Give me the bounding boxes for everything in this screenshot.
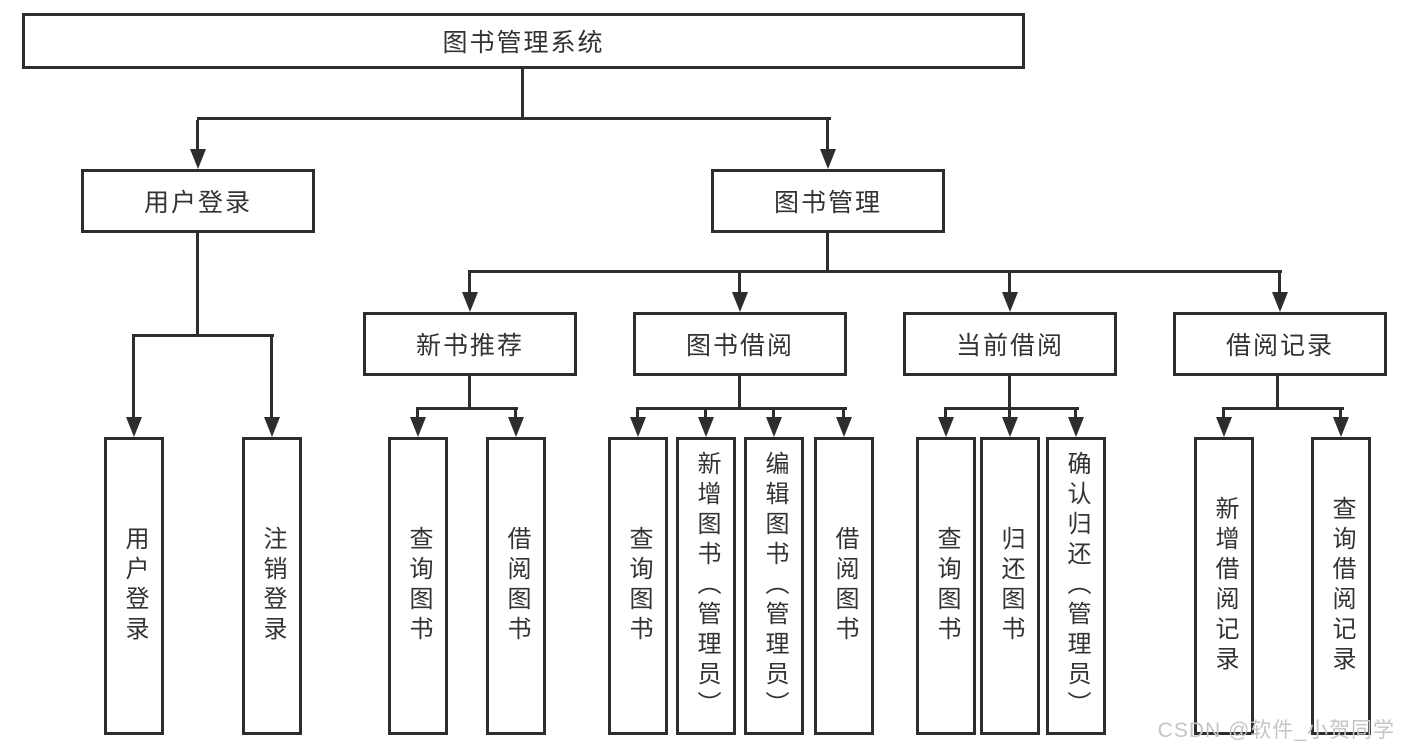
arrow-down-icon: [698, 417, 714, 437]
node-current-borrowing-label: 当前借阅: [955, 332, 1064, 360]
leaf-query-books-borrowing-label: 查询图书: [625, 526, 652, 646]
node-user-login-label: 用户登录: [143, 189, 252, 217]
connector-stem: [772, 407, 775, 419]
leaf-query-books-current: 查询图书: [916, 437, 976, 735]
node-book-management: 图书管理: [711, 169, 945, 233]
connector-stem: [468, 273, 471, 293]
connector-level1-bar: [197, 117, 831, 120]
connector-stem: [738, 273, 741, 293]
leaf-logout: 注销登录: [242, 437, 302, 735]
connector-stem: [468, 376, 471, 408]
connector-bar: [416, 407, 518, 410]
connector-stem: [514, 407, 517, 419]
connector-stem: [270, 337, 273, 417]
connector-stem: [1008, 273, 1011, 293]
node-root-label: 图书管理系统: [442, 29, 605, 57]
connector-stem: [416, 407, 419, 419]
arrow-down-icon: [766, 417, 782, 437]
leaf-borrow-books-recommend: 借阅图书: [486, 437, 546, 735]
leaf-query-books-borrowing: 查询图书: [608, 437, 668, 735]
connector-stem: [1074, 407, 1077, 419]
connector-stem: [636, 407, 639, 419]
node-new-book-recommend: 新书推荐: [363, 312, 577, 376]
leaf-add-borrow-record-label: 新增借阅记录: [1211, 496, 1238, 676]
arrow-down-icon: [938, 417, 954, 437]
connector-stem: [704, 407, 707, 419]
connector-bar: [944, 407, 1079, 410]
node-current-borrowing: 当前借阅: [903, 312, 1117, 376]
leaf-user-login: 用户登录: [104, 437, 164, 735]
leaf-borrow-books: 借阅图书: [814, 437, 874, 735]
leaf-return-books: 归还图书: [980, 437, 1040, 735]
connector-stem: [1222, 407, 1225, 419]
leaf-logout-label: 注销登录: [259, 526, 286, 646]
connector-root-stem: [521, 69, 524, 118]
connector-stem: [196, 233, 199, 335]
connector-bar: [636, 407, 847, 410]
connector-level2-bar: [468, 270, 1282, 273]
node-book-borrowing-label: 图书借阅: [685, 332, 794, 360]
connector-stem: [196, 120, 199, 150]
connector-stem: [1276, 376, 1279, 408]
arrow-down-icon: [1333, 417, 1349, 437]
arrow-down-icon: [126, 417, 142, 437]
node-new-book-recommend-label: 新书推荐: [415, 332, 524, 360]
leaf-edit-books-admin-label: 编辑图书（管理员）: [761, 451, 788, 721]
connector-stem: [1008, 376, 1011, 408]
leaf-confirm-return-admin: 确认归还（管理员）: [1046, 437, 1106, 735]
node-root: 图书管理系统: [22, 13, 1025, 69]
arrow-down-icon: [732, 292, 748, 312]
arrow-down-icon: [508, 417, 524, 437]
connector-stem: [1339, 407, 1342, 419]
arrow-down-icon: [1216, 417, 1232, 437]
node-borrowing-records-label: 借阅记录: [1225, 332, 1334, 360]
arrow-down-icon: [630, 417, 646, 437]
leaf-query-books-current-label: 查询图书: [933, 526, 960, 646]
leaf-edit-books-admin: 编辑图书（管理员）: [744, 437, 804, 735]
csdn-watermark: CSDN @软件_小贺同学: [1157, 719, 1395, 742]
leaf-query-borrow-record: 查询借阅记录: [1311, 437, 1371, 735]
connector-bar: [132, 334, 274, 337]
leaf-add-books-admin: 新增图书（管理员）: [676, 437, 736, 735]
connector-stem: [826, 233, 829, 271]
arrow-down-icon: [820, 149, 836, 169]
connector-stem: [132, 337, 135, 417]
leaf-query-books-recommend-label: 查询图书: [405, 526, 432, 646]
node-user-login: 用户登录: [81, 169, 315, 233]
arrow-down-icon: [462, 292, 478, 312]
leaf-borrow-books-label: 借阅图书: [831, 526, 858, 646]
connector-stem: [944, 407, 947, 419]
arrow-down-icon: [1002, 292, 1018, 312]
connector-stem: [1278, 273, 1281, 293]
connector-stem: [826, 120, 829, 150]
node-book-borrowing: 图书借阅: [633, 312, 847, 376]
connector-bar: [1222, 407, 1344, 410]
node-book-management-label: 图书管理: [773, 189, 882, 217]
leaf-query-borrow-record-label: 查询借阅记录: [1328, 496, 1355, 676]
arrow-down-icon: [264, 417, 280, 437]
leaf-user-login-label: 用户登录: [121, 526, 148, 646]
arrow-down-icon: [410, 417, 426, 437]
leaf-return-books-label: 归还图书: [997, 526, 1024, 646]
node-borrowing-records: 借阅记录: [1173, 312, 1387, 376]
connector-stem: [1008, 407, 1011, 419]
connector-stem: [738, 376, 741, 408]
leaf-add-books-admin-label: 新增图书（管理员）: [693, 451, 720, 721]
connector-stem: [842, 407, 845, 419]
arrow-down-icon: [190, 149, 206, 169]
leaf-add-borrow-record: 新增借阅记录: [1194, 437, 1254, 735]
arrow-down-icon: [1002, 417, 1018, 437]
arrow-down-icon: [836, 417, 852, 437]
arrow-down-icon: [1272, 292, 1288, 312]
leaf-query-books-recommend: 查询图书: [388, 437, 448, 735]
leaf-confirm-return-admin-label: 确认归还（管理员）: [1063, 451, 1090, 721]
arrow-down-icon: [1068, 417, 1084, 437]
leaf-borrow-books-recommend-label: 借阅图书: [503, 526, 530, 646]
